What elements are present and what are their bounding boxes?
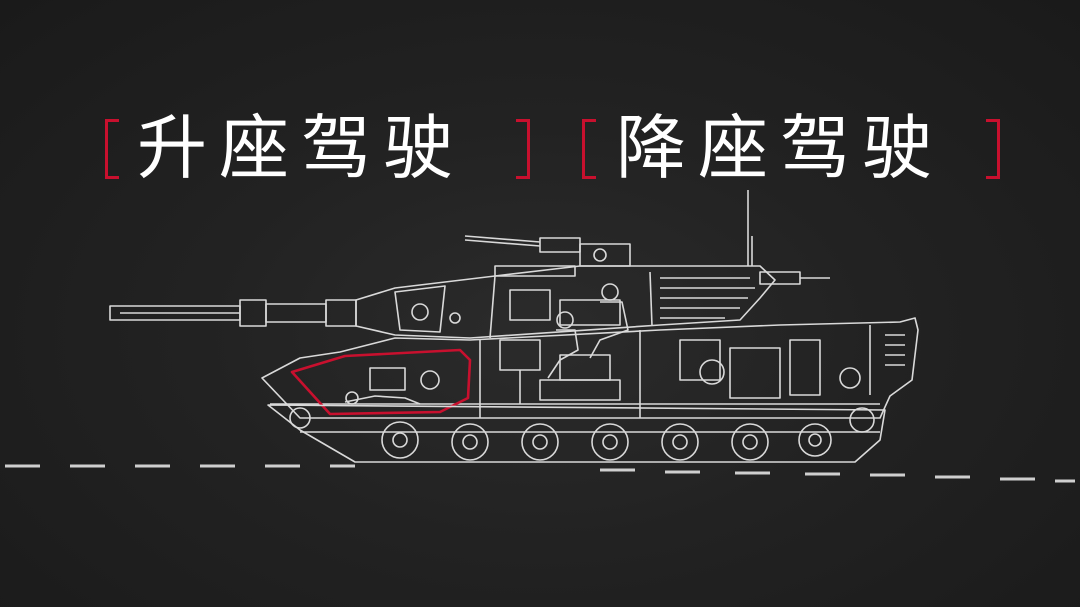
- driver-compartment-highlight: [290, 348, 472, 416]
- right-bracket-open: [582, 119, 596, 179]
- left-bracket-open: [105, 119, 119, 179]
- road-dashes: [5, 464, 1075, 483]
- hull: [261, 317, 919, 419]
- tracks: [267, 404, 886, 463]
- turret: [355, 190, 830, 379]
- main-gun-barrel: [109, 299, 357, 327]
- title-lowered-seat-group: 降座驾驶: [582, 103, 1002, 193]
- title-lowered-seat: 降座驾驶: [616, 107, 944, 189]
- title-raised-seat-group: 升座驾驶: [105, 103, 535, 193]
- road-wheels: [381, 421, 832, 461]
- title-raised-seat: 升座驾驶: [137, 107, 465, 189]
- turret-grille: [660, 277, 755, 319]
- right-bracket-close: [986, 119, 1000, 179]
- left-bracket-close: [516, 119, 530, 179]
